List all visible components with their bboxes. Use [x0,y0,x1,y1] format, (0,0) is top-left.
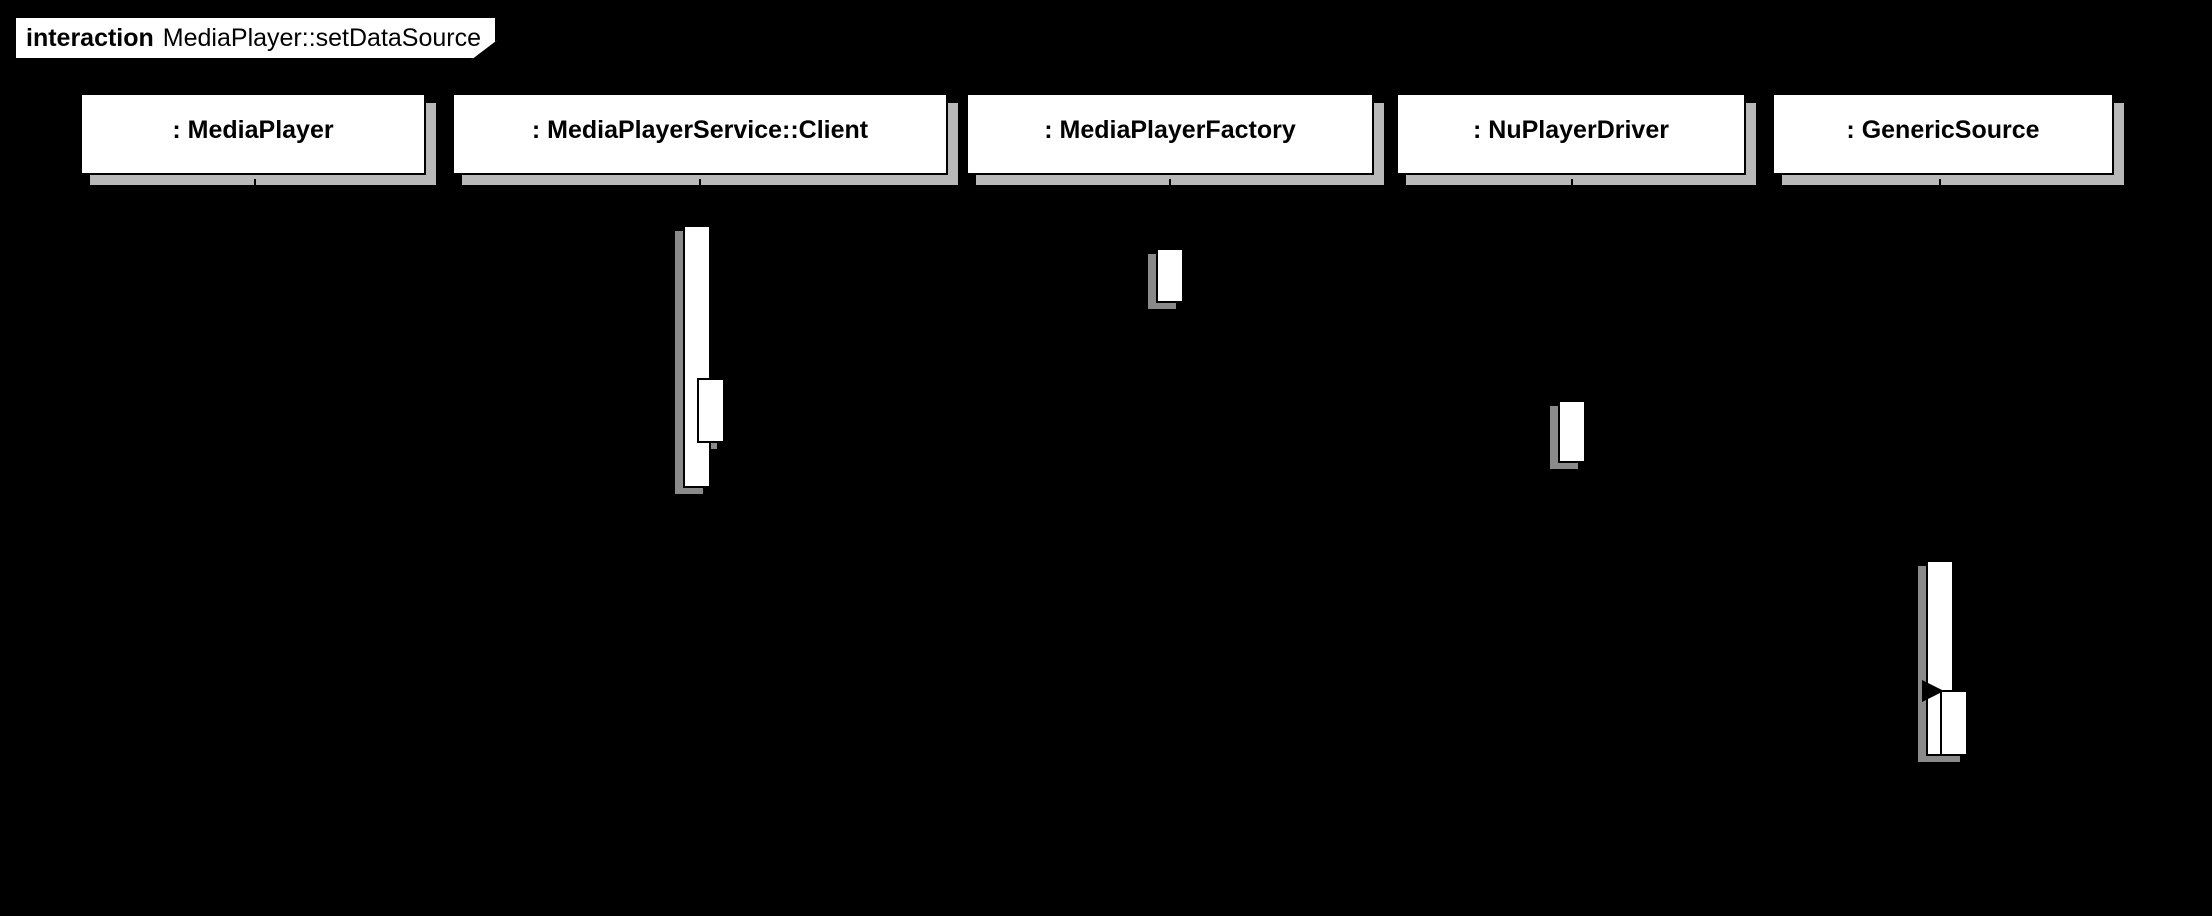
lifeline-tick-mediaplayer [254,179,256,191]
activation-bar-factory-main[interactable] [1156,248,1184,303]
lifeline-tick-nuplayerdriver [1571,179,1573,191]
lifeline-label: : MediaPlayerFactory [1044,115,1296,144]
lifeline-head-mediaplayerfactory[interactable]: : MediaPlayerFactory [966,93,1374,175]
lifeline-label: : NuPlayerDriver [1473,115,1669,144]
lifeline-label: : MediaPlayerService::Client [531,115,869,144]
lifeline-label: : MediaPlayer [172,115,334,144]
lifeline-head-nuplayerdriver[interactable]: : NuPlayerDriver [1396,93,1746,175]
message-arrowhead-genericsource-self-call [1922,680,1944,702]
activation-bar-source-nested[interactable] [1940,690,1968,756]
activation-bar-client-nested[interactable] [697,378,725,443]
activation-bar-client-main[interactable] [683,225,711,488]
lifeline-tick-mediaplayerservice-client [699,179,701,191]
activation-bar-driver-main[interactable] [1558,400,1586,463]
frame-name: MediaPlayer::setDataSource [162,23,482,52]
lifeline-tick-mediaplayerfactory [1169,179,1171,191]
lifeline-tick-genericsource [1939,179,1941,191]
lifeline-head-mediaplayerservice-client[interactable]: : MediaPlayerService::Client [452,93,948,175]
lifeline-label: : GenericSource [1846,115,2040,144]
frame-keyword: interaction [26,23,154,52]
lifeline-head-genericsource[interactable]: : GenericSource [1772,93,2114,175]
interaction-frame-title: interaction MediaPlayer::setDataSource [14,16,497,60]
lifeline-head-mediaplayer[interactable]: : MediaPlayer [80,93,426,175]
